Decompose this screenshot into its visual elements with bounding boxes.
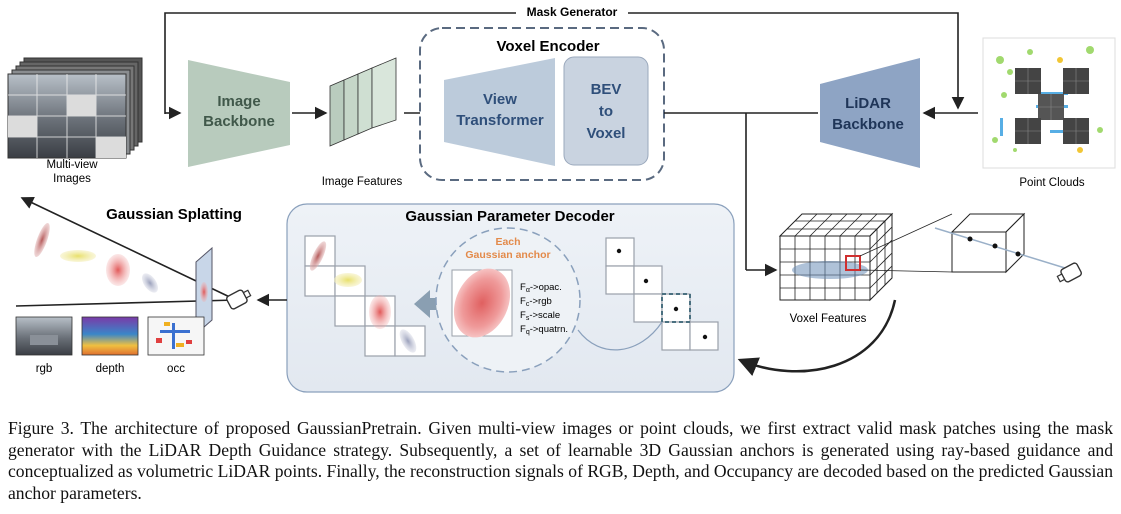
camera-icon-left xyxy=(226,289,252,310)
voxel-encoder-label: Voxel Encoder xyxy=(496,38,599,55)
mask-generator-label: Mask Generator xyxy=(527,5,618,19)
image-features-stack xyxy=(329,57,397,147)
image-features-label: Image Features xyxy=(322,176,403,188)
view-transformer-label-1: View xyxy=(483,91,517,108)
view-transformer-block xyxy=(444,58,555,166)
lidar-backbone-block xyxy=(820,58,920,168)
point-clouds-image xyxy=(982,37,1116,169)
anchor-param-list: Fα->opac. Fc->rgb Fs->scale Fq->quatrn. xyxy=(520,282,568,336)
multi-view-images-label-2: Images xyxy=(53,173,91,185)
mask-patches xyxy=(1015,68,1089,144)
each-anchor-label-1: Each xyxy=(495,236,520,248)
zoomed-voxel xyxy=(859,212,1066,274)
param-sub-quatrn: q xyxy=(526,329,530,336)
decoder-flow-arrow xyxy=(414,290,446,318)
gaussian-splatting-title: Gaussian Splatting xyxy=(106,206,242,223)
param-scale: ->scale xyxy=(529,310,560,321)
bev-to-voxel-block xyxy=(563,56,649,166)
bev-to-voxel-label-2: to xyxy=(599,103,613,120)
bev-to-voxel-label-1: BEV xyxy=(591,81,622,98)
voxel-features-label: Voxel Features xyxy=(790,313,867,325)
image-backbone-block xyxy=(188,60,290,167)
multi-view-images-stack xyxy=(7,57,143,159)
output-depth-label: depth xyxy=(96,363,125,375)
output-depth-image xyxy=(81,316,139,356)
camera-icon-right xyxy=(1056,262,1082,283)
param-rgb: ->rgb xyxy=(529,296,551,307)
output-occ-label: occ xyxy=(167,363,185,375)
multi-view-images-label-1: Multi-view xyxy=(46,159,98,171)
decoder-anchor-grid xyxy=(605,237,719,351)
param-opac: ->opac. xyxy=(530,282,562,293)
param-sub-opac: α xyxy=(526,287,530,294)
gaussian-splatting-scene xyxy=(15,197,237,336)
svg-text:Fα->opac.: Fα->opac. xyxy=(520,282,562,294)
bev-to-voxel-label-3: Voxel xyxy=(587,125,626,142)
param-quatrn: ->quatrn. xyxy=(530,324,568,335)
output-rgb-image xyxy=(15,316,73,356)
point-clouds-label: Point Clouds xyxy=(1019,177,1084,189)
svg-text:Fc->rgb: Fc->rgb xyxy=(520,296,552,308)
param-sub-rgb: c xyxy=(526,301,530,308)
lidar-backbone-label-1: LiDAR xyxy=(845,95,891,112)
anchor-gaussian xyxy=(453,268,511,338)
each-anchor-label-2: Gaussian anchor xyxy=(465,249,550,261)
mask-generator-loop: Mask Generator xyxy=(164,3,965,120)
lidar-backbone-label-2: Backbone xyxy=(832,116,904,133)
svg-text:Fq->quatrn.: Fq->quatrn. xyxy=(520,324,568,336)
voxel-features-cube xyxy=(778,212,894,302)
image-backbone-label-1: Image xyxy=(217,93,260,110)
svg-text:Fs->scale: Fs->scale xyxy=(520,310,560,322)
architecture-diagram: Mask Generator Multi-view Images Image B… xyxy=(7,3,1116,393)
output-rgb-label: rgb xyxy=(36,363,53,375)
output-occ-image xyxy=(147,316,205,356)
param-sub-scale: s xyxy=(526,315,530,322)
image-backbone-label-2: Backbone xyxy=(203,113,275,130)
figure-caption: Figure 3. The architecture of proposed G… xyxy=(8,418,1113,503)
view-transformer-label-2: Transformer xyxy=(456,112,544,129)
gaussian-decoder-title: Gaussian Parameter Decoder xyxy=(405,208,614,225)
